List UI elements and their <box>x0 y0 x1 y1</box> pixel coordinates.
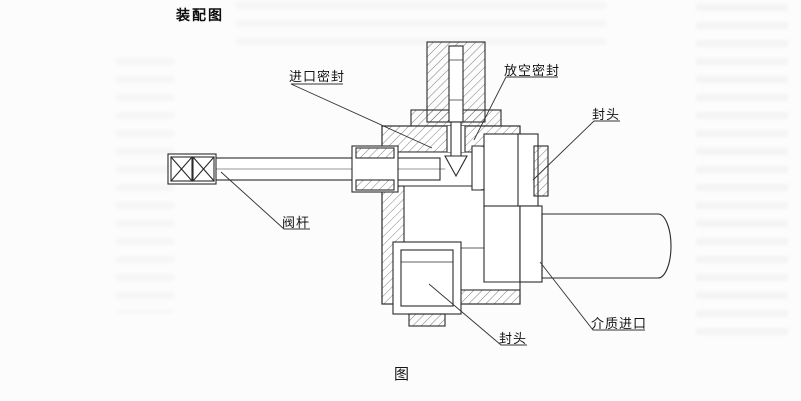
inlet-pipe <box>541 213 672 279</box>
label-vent-seal: 放空密封 <box>504 64 561 79</box>
pipe-flange <box>452 205 543 283</box>
plug-cone <box>444 121 468 178</box>
leader-head-right <box>532 120 620 181</box>
leader-valve-stem <box>220 171 310 230</box>
bottom-head-cap <box>392 241 462 327</box>
leader-head-bottom <box>428 283 527 346</box>
label-valve-stem: 阀杆 <box>282 216 311 231</box>
label-head-bottom: 封头 <box>499 332 528 347</box>
figure-caption: 图 <box>394 365 411 383</box>
leader-vent-seal <box>473 76 558 141</box>
right-head-cap <box>483 133 549 207</box>
packing-gland <box>351 145 399 193</box>
leader-medium-inlet <box>539 261 645 331</box>
leader-inlet-seal <box>290 83 433 149</box>
bonnet <box>410 41 502 127</box>
label-medium-inlet: 介质进口 <box>591 317 648 332</box>
stem-handle <box>167 153 217 185</box>
label-head-right: 封头 <box>592 108 621 123</box>
label-inlet-seal: 进口密封 <box>289 70 346 85</box>
figure-title: 装配图 <box>176 8 224 24</box>
